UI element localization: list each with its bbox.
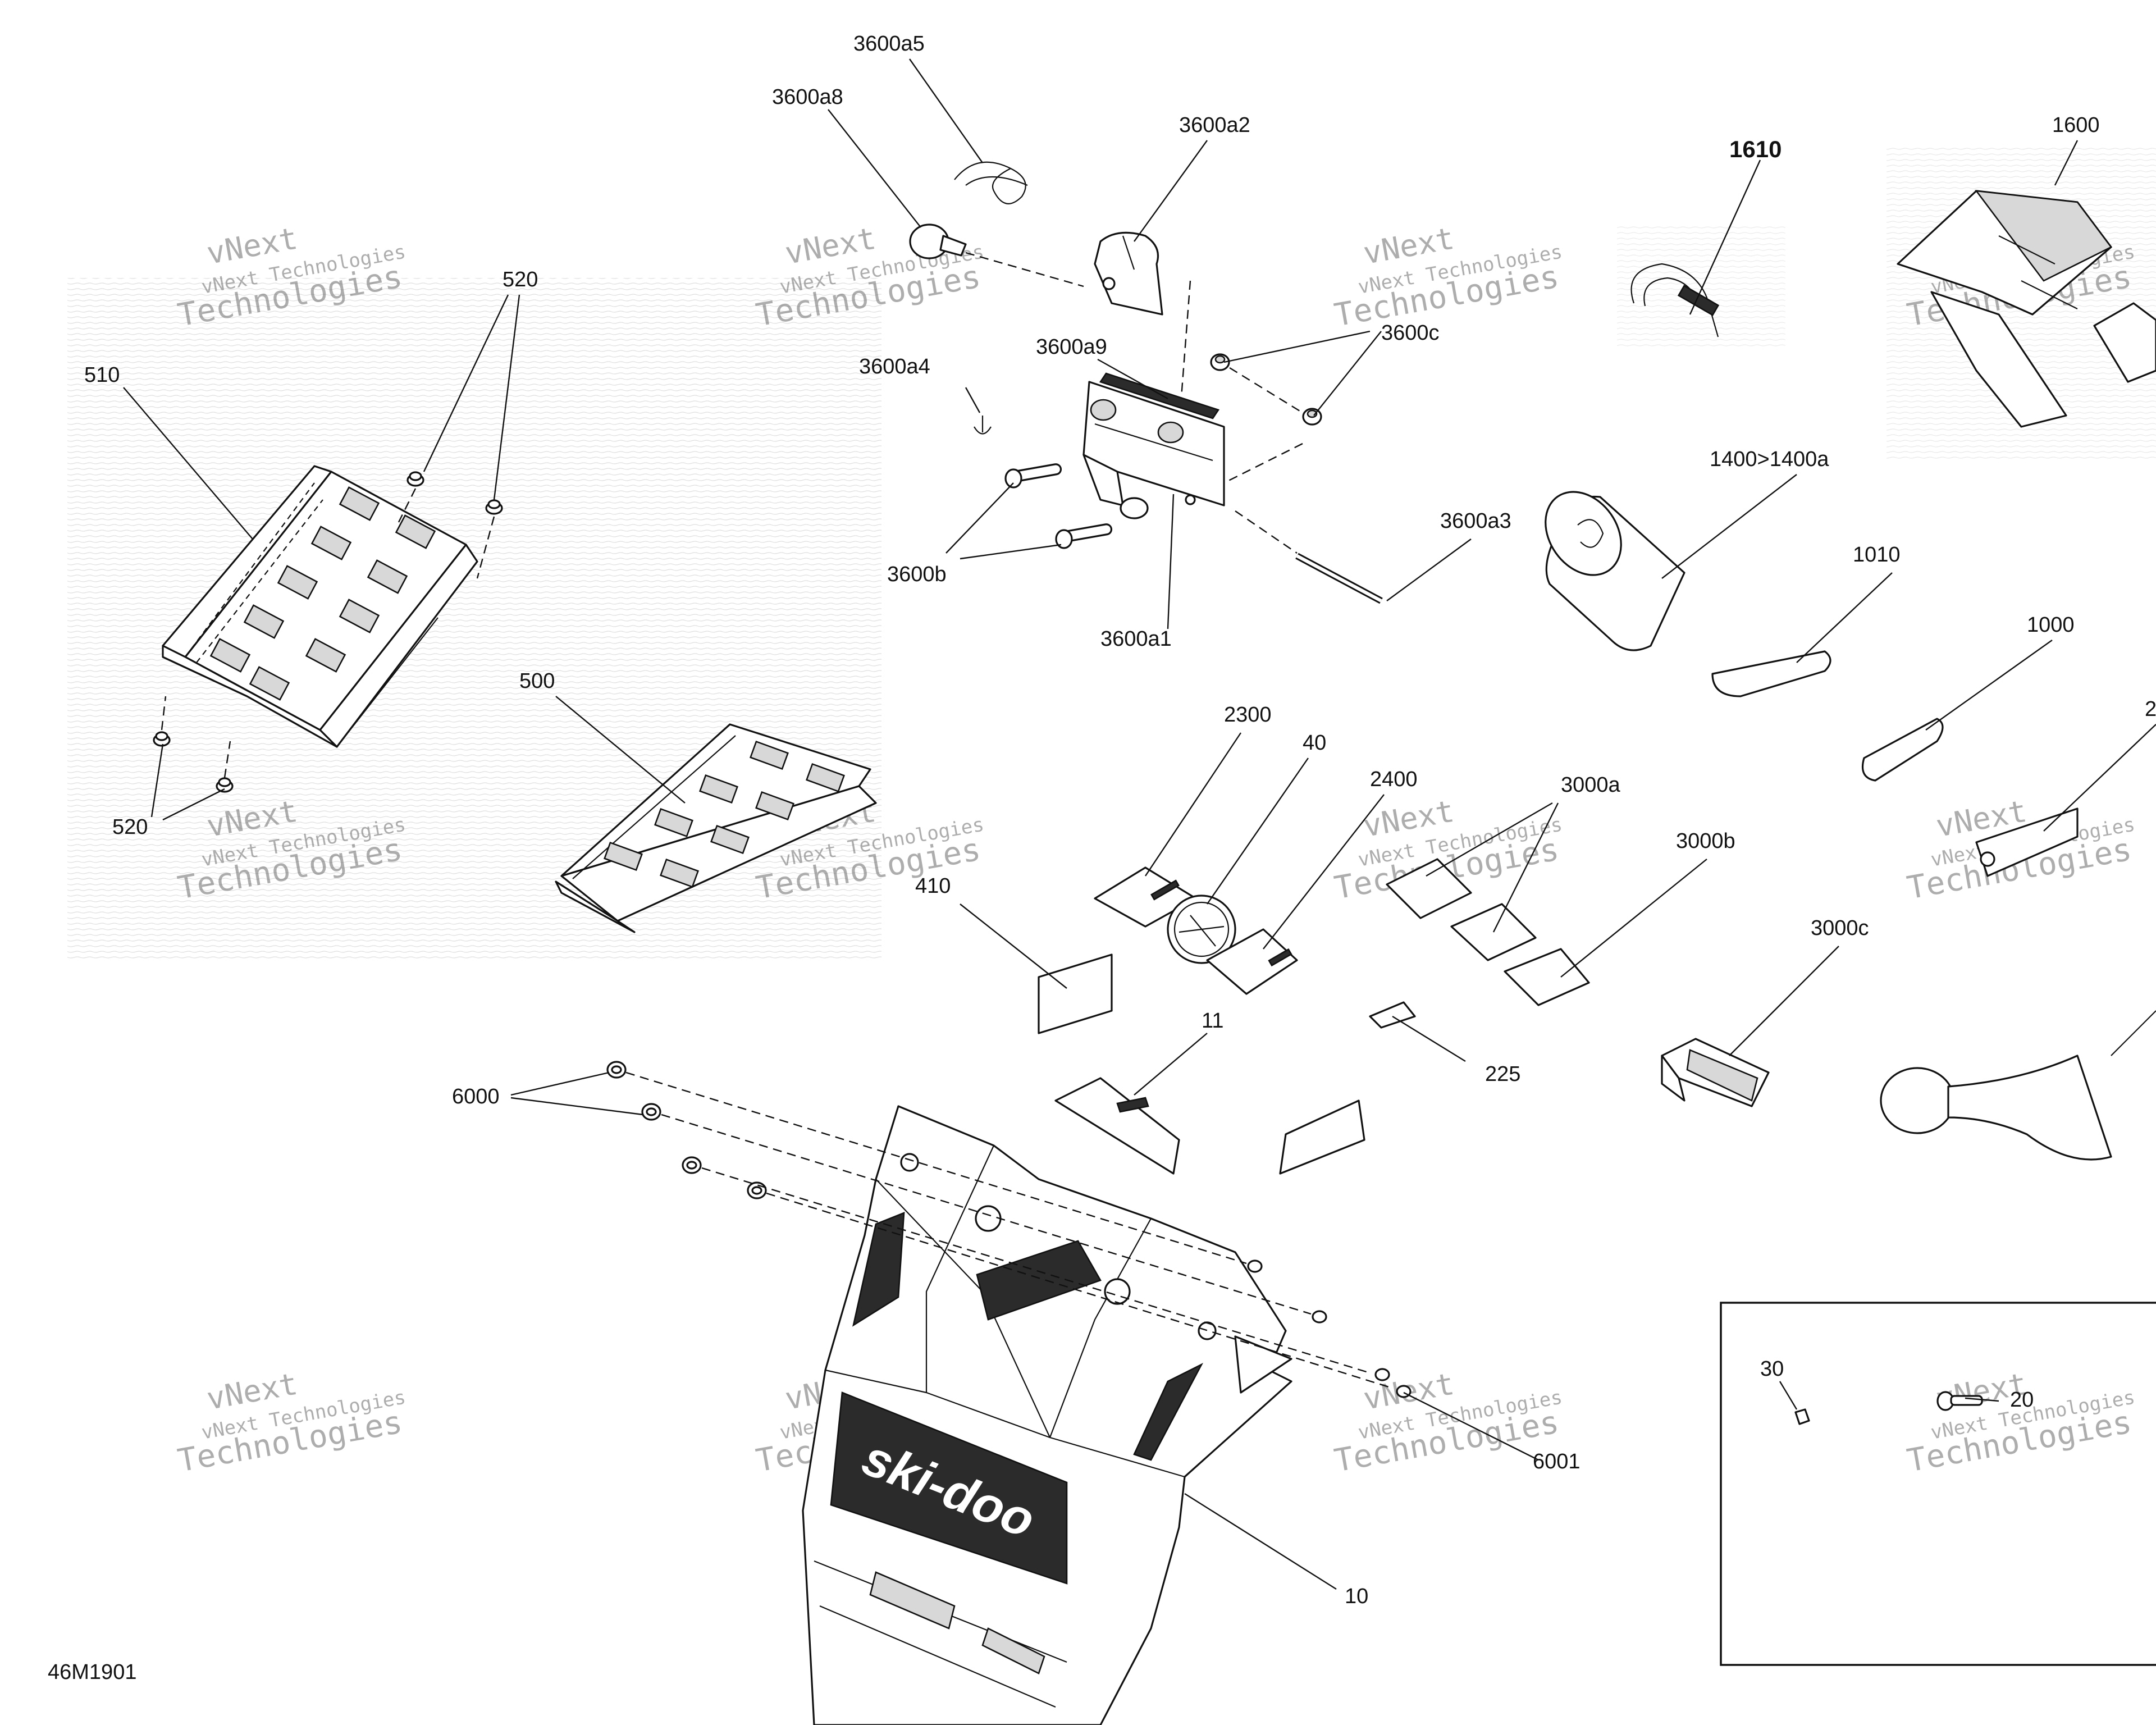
callout-10: 10 [1345,1585,1368,1608]
callout-1610: 1610 [1729,136,1782,162]
callout-1010: 1010 [1853,543,1901,567]
decal-1000[interactable] [1861,718,1944,782]
callout-3600a1: 3600a1 [1100,627,1172,651]
callout-2300: 2300 [1224,703,1272,727]
leader-lines [123,58,2156,1590]
callout-500: 500 [519,669,555,693]
callout-3000b: 3000b [1676,829,1735,853]
bin-3000c[interactable] [1661,1038,1770,1107]
footrest-500[interactable] [555,723,877,933]
fasteners-6000[interactable] [606,1061,767,1199]
screw-3600a4[interactable] [974,416,992,435]
shim-3600a9[interactable] [1099,372,1220,419]
callout-3600a4: 3600a4 [859,355,930,378]
decal-3000a-1[interactable] [1386,858,1472,919]
callout-11: 11 [1202,1009,1223,1033]
footrest-510[interactable] [162,465,478,748]
decal-410[interactable] [1038,953,1113,1034]
footrest-500-slots [604,740,845,888]
callout-3600a2: 3600a2 [1179,113,1250,137]
callout-3600c: 3600c [1381,321,1440,345]
clip-225[interactable] [1369,1001,1416,1029]
callout-3600a3: 3600a3 [1440,509,1511,533]
callout-520-bottom: 520 [112,815,148,839]
callout-6001: 6001 [1533,1450,1581,1473]
callout-3000c: 3000c [1811,916,1869,940]
callout-225: 225 [1485,1062,1520,1086]
callout-2-edge: 2 [2145,697,2156,721]
diagram-id: 46M1901 [48,1660,136,1684]
watermark-12: vNext vNext Technologies Technologies [1904,1366,2137,1480]
watermark-3: vNext vNext Technologies Technologies [1332,221,1564,334]
nut-520-top-1[interactable] [406,471,424,487]
callout-1000: 1000 [2027,613,2075,637]
detail-inset-box [1720,1302,2156,1666]
decal-40[interactable] [1167,895,1236,964]
nut-520-bottom-1[interactable] [153,731,171,747]
callout-20: 20 [2010,1388,2034,1412]
callout-30: 30 [1760,1357,1784,1381]
callout-2400: 2400 [1370,768,1418,791]
bolt-3600b-1[interactable] [1004,463,1062,489]
screw-20[interactable] [1936,1391,1983,1411]
callout-40: 40 [1303,731,1326,755]
footrest-510-slots [209,486,436,701]
mirror-1600[interactable] [1897,190,2156,428]
watermark-9: vNext vNext Technologies Technologies [175,1366,408,1480]
pin-3600a8[interactable] [909,223,967,259]
strap-1610[interactable] [1630,263,1720,337]
callout-1600: 1600 [2052,113,2100,137]
callout-410: 410 [915,874,951,898]
bracket-3600a2[interactable] [1094,231,1163,316]
bushing-3600c-2[interactable] [1302,408,1322,426]
callout-520-top: 520 [503,268,538,291]
callout-3600b: 3600b [887,563,947,586]
callout-1400: 1400>1400a [1710,448,1829,471]
bushing-3600c-1[interactable] [1210,353,1230,371]
nut-520-bottom-2[interactable] [216,777,234,793]
rod-3600a3[interactable] [1295,553,1383,604]
callout-3600a9: 3600a9 [1036,335,1107,359]
decal-small-center[interactable] [1279,1099,1365,1175]
decal-11[interactable] [1054,1077,1180,1175]
decal-2400[interactable] [1206,928,1298,995]
canister-1400[interactable] [1530,477,1685,651]
callout-6000: 6000 [452,1085,500,1108]
callout-3600a5: 3600a5 [853,32,925,56]
clip-3600a5[interactable] [954,161,1028,204]
hood-10[interactable]: ski-doo [802,1105,1292,1725]
callout-3000a: 3000a [1561,773,1621,797]
decal-3000b[interactable] [1504,948,1590,1006]
nut-30[interactable] [1794,1408,1810,1425]
callout-510: 510 [84,363,120,387]
decal-right-edge[interactable] [1975,807,2079,877]
mirror-arm[interactable] [1880,1010,2156,1161]
decal-1010[interactable] [1711,650,1831,697]
callout-labels: 3600a5 3600a8 3600a2 1610 1600 520 510 3… [84,32,2156,1608]
callout-3600a8: 3600a8 [772,85,843,109]
bolt-3600b-2[interactable] [1055,523,1113,549]
hinge-base-3600a1[interactable] [1082,381,1225,519]
nut-520-top-2[interactable] [485,499,503,515]
watermark-2: vNext vNext Technologies Technologies [753,221,986,334]
